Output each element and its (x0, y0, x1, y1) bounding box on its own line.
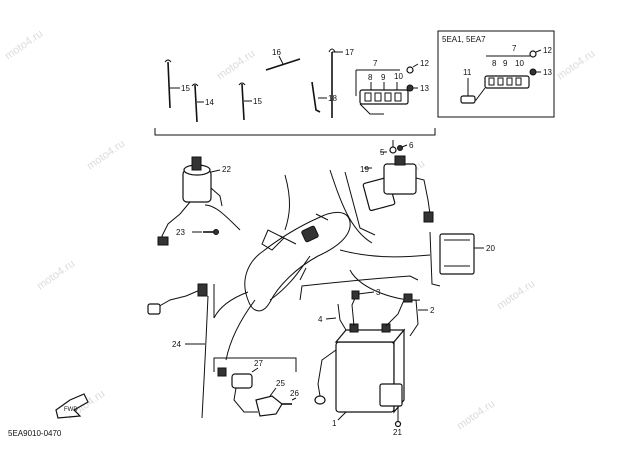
screw-part (406, 66, 414, 74)
fuse-holder-group: 7 8 9 10 12 13 (355, 59, 429, 115)
callout-18: 18 (328, 94, 337, 103)
inset-callout-11: 11 (463, 68, 472, 77)
main-switch-group: 22 23 (157, 156, 231, 246)
watermark-text: moto4.ru (85, 138, 127, 173)
battery-terminal (381, 323, 391, 333)
callout-17: 17 (345, 48, 354, 57)
callout-15: 15 (181, 84, 190, 93)
watermark-text: moto4.ru (495, 278, 537, 313)
callout-5: 5 (380, 148, 385, 157)
callout-10: 10 (394, 72, 403, 81)
callout-6: 6 (409, 141, 414, 150)
band-part (194, 84, 198, 123)
callout-20: 20 (486, 244, 495, 253)
callout-13: 13 (420, 84, 429, 93)
callout-23: 23 (176, 228, 185, 237)
battery-group: 1 3 4 2 21 (299, 275, 435, 437)
cable-bands-group: 15 14 15 16 (164, 48, 301, 123)
callout-19: 19 (360, 165, 369, 174)
sensor-body (255, 395, 283, 417)
nut-part (406, 84, 414, 92)
relay-terminal (394, 155, 406, 166)
inset-callout-12: 12 (543, 46, 552, 55)
band-part (265, 58, 301, 71)
callout-25: 25 (276, 379, 285, 388)
unit-20-group: 20 (429, 231, 495, 287)
lead-connector (147, 303, 161, 315)
callout-8: 8 (368, 73, 373, 82)
callout-4: 4 (318, 315, 323, 324)
callout-9: 9 (381, 73, 386, 82)
band-part (241, 83, 245, 121)
front-direction-arrow: FWD (55, 393, 89, 419)
callout-27: 27 (254, 359, 263, 368)
switch-key (191, 156, 202, 171)
watermark-text: moto4.ru (215, 48, 257, 83)
callout-15b: 15 (253, 97, 262, 106)
callout-12: 12 (420, 59, 429, 68)
callout-26: 26 (290, 389, 299, 398)
relay-plug (423, 211, 434, 223)
band-head (164, 59, 172, 63)
inset-callout-8: 8 (492, 59, 497, 68)
inset-title: 5EA1, 5EA7 (442, 35, 486, 44)
inset-callout-7: 7 (512, 44, 517, 53)
sensor-connector (231, 373, 253, 389)
sensor-group: 27 25 26 (213, 357, 299, 417)
inset-fuse-part (460, 95, 476, 104)
callout-7: 7 (373, 59, 378, 68)
watermark-text: moto4.ru (555, 48, 597, 83)
relay-group: 5 6 19 (344, 140, 434, 236)
callout-3: 3 (376, 288, 381, 297)
callout-21: 21 (393, 428, 402, 437)
callout-1: 1 (332, 419, 337, 428)
watermark-text: moto4.ru (35, 258, 77, 293)
frame-silhouette (244, 212, 351, 312)
inset-callout-13: 13 (543, 68, 552, 77)
fwd-label: FWD (64, 407, 78, 413)
leader-lines (204, 169, 431, 361)
clamps-group: 17 18 (311, 48, 354, 118)
inset-callout-10: 10 (515, 59, 524, 68)
inset-callout-9: 9 (503, 59, 508, 68)
frame-connector (301, 225, 319, 243)
callout-16: 16 (272, 48, 281, 57)
switch-connector (157, 236, 169, 246)
watermark-text: moto4.ru (455, 398, 497, 433)
starter-relay (383, 163, 417, 195)
watermark-text: moto4.ru (3, 28, 45, 63)
callout-14: 14 (205, 98, 214, 107)
band-part (167, 61, 171, 109)
lead-24-group: 24 (147, 283, 215, 419)
inset-frame (437, 30, 555, 118)
fuse-unit (379, 383, 403, 407)
top-group-bracket (154, 128, 436, 136)
inset-box: 5EA1, 5EA7 7 8 9 10 11 12 13 (437, 30, 555, 118)
callout-22: 22 (222, 165, 231, 174)
drawing-code: 5EA9010-0470 (8, 429, 62, 438)
control-unit (439, 233, 475, 275)
callout-24: 24 (172, 340, 181, 349)
callout-2: 2 (430, 306, 435, 315)
clamp-part (311, 81, 321, 113)
